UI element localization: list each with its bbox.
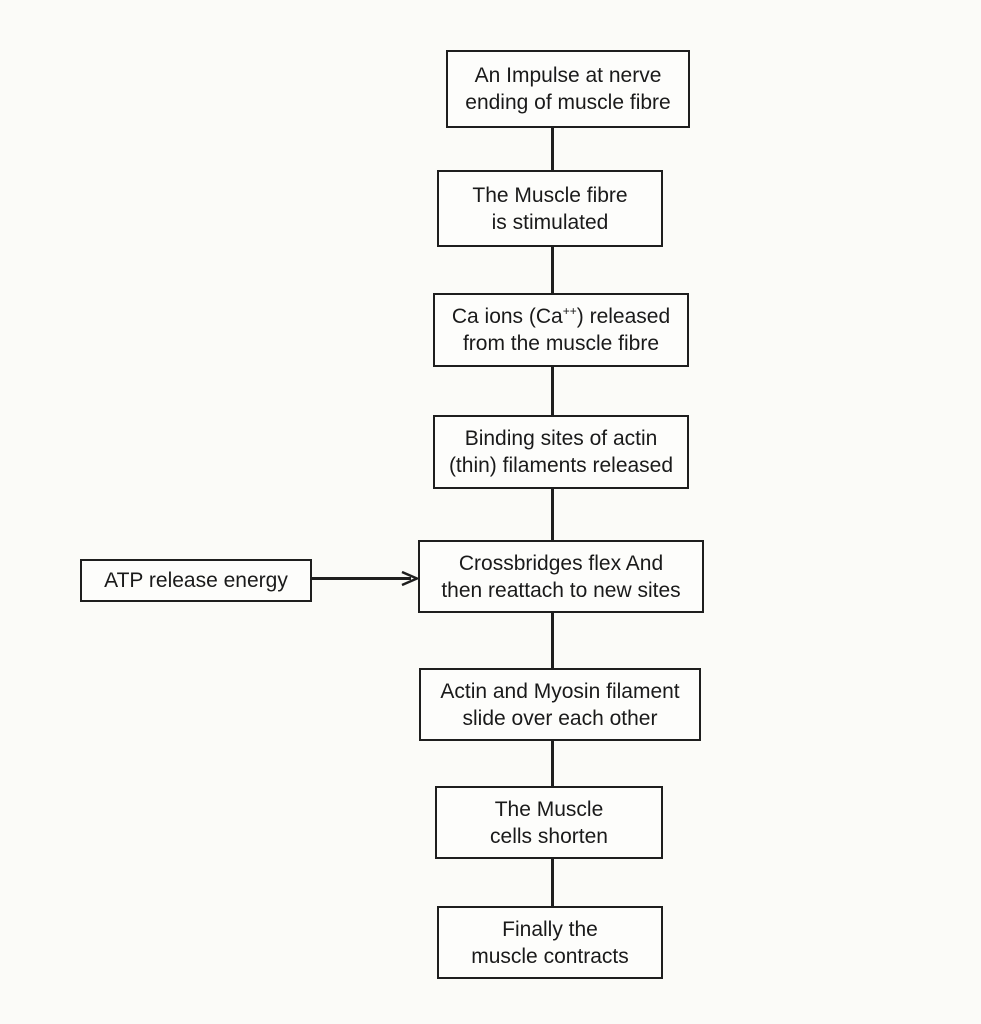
step-text: Ca ions (Ca++) released [451, 304, 671, 328]
arrowhead-icon [401, 570, 420, 587]
connector [551, 857, 554, 908]
step-text: slide over each other [462, 706, 658, 730]
step-text: Actin and Myosin filament [440, 679, 680, 703]
connector [551, 245, 554, 295]
connector [551, 365, 554, 417]
step-text: from the muscle fibre [462, 332, 660, 355]
step-text: (thin) filaments released [448, 454, 674, 477]
step-binding-sites: Binding sites of actin (thin) filaments … [433, 415, 689, 489]
step-text: Finally the [502, 917, 598, 941]
step-text: cells shorten [490, 824, 608, 848]
step-impulse: An Impulse at nerve ending of muscle fib… [446, 50, 690, 128]
step-text: The Muscle [494, 797, 604, 821]
step-calcium-release: Ca ions (Ca++) released from the muscle … [433, 293, 689, 367]
step-text: muscle contracts [471, 944, 629, 968]
atp-arrow-line [311, 577, 411, 580]
step-text: then reattach to new sites [441, 578, 681, 602]
step-text: An Impulse at nerve [474, 64, 662, 87]
step-text: ending of muscle fibre [465, 91, 671, 114]
step-text: Binding sites of actin [464, 427, 658, 450]
step-muscle-contracts: Finally the muscle contracts [437, 906, 663, 979]
step-crossbridges: Crossbridges flex And then reattach to n… [418, 540, 704, 613]
step-text: The Muscle fibre [472, 183, 628, 207]
atp-energy-box: ATP release energy [80, 559, 312, 602]
connector [551, 126, 554, 172]
step-text: Crossbridges flex And [458, 551, 664, 575]
atp-text: ATP release energy [104, 569, 288, 592]
step-filaments-slide: Actin and Myosin filament slide over eac… [419, 668, 701, 741]
step-fibre-stimulated: The Muscle fibre is stimulated [437, 170, 663, 247]
connector [551, 487, 554, 542]
step-text: is stimulated [491, 210, 609, 234]
step-cells-shorten: The Muscle cells shorten [435, 786, 663, 859]
connector [551, 739, 554, 788]
connector [551, 611, 554, 669]
